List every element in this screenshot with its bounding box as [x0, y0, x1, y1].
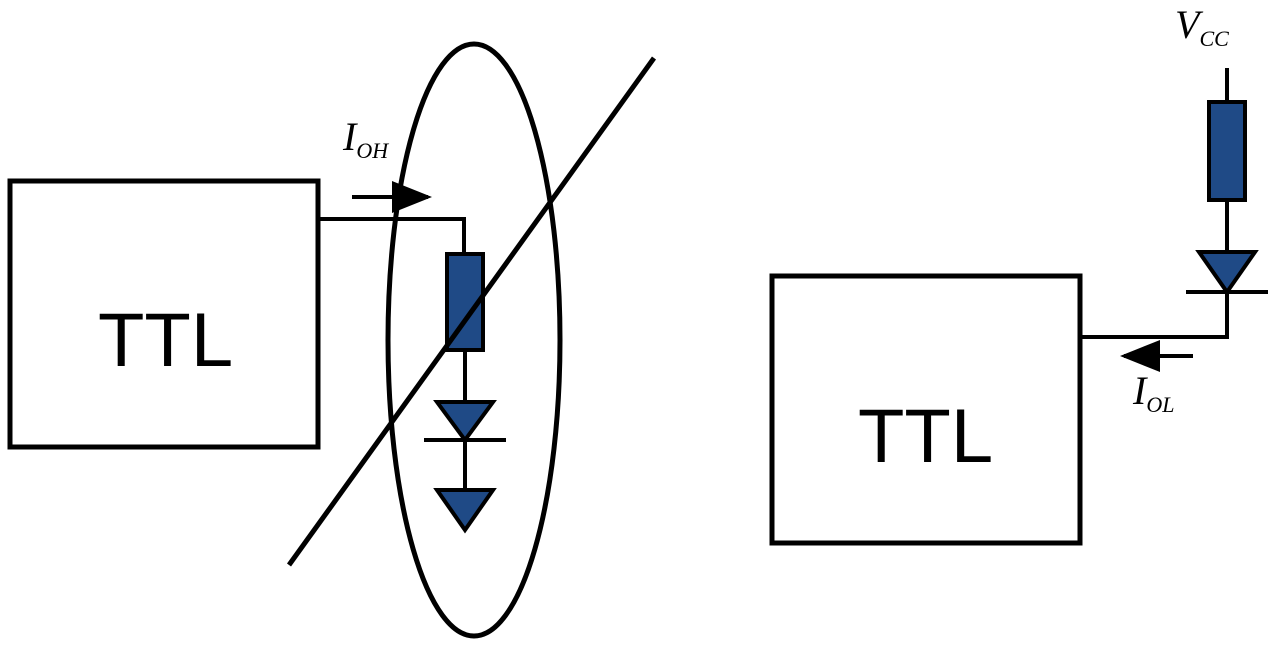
right-resistor: [1207, 100, 1247, 202]
right-ttl-block: [769, 273, 1083, 546]
right-diode: [1195, 250, 1259, 296]
right-current-label: IOL: [1132, 368, 1174, 417]
supply-label: VCC: [1175, 2, 1229, 51]
strike-through-line: [286, 56, 657, 567]
left-diode: [433, 400, 497, 444]
right-ttl-label: TTL: [858, 394, 993, 479]
left-ttl-label: TTL: [98, 298, 233, 383]
left-output-wire: [318, 217, 466, 254]
left-ttl-block: [7, 178, 321, 450]
highlight-ellipse: [385, 41, 563, 639]
left-current-label: IOH: [342, 114, 389, 163]
left-ground-symbol: [433, 488, 497, 534]
right-input-wire: [1080, 292, 1229, 339]
right-circuit: VCC IOL TTL: [769, 2, 1268, 546]
left-circuit: TTL IOH: [7, 41, 657, 639]
